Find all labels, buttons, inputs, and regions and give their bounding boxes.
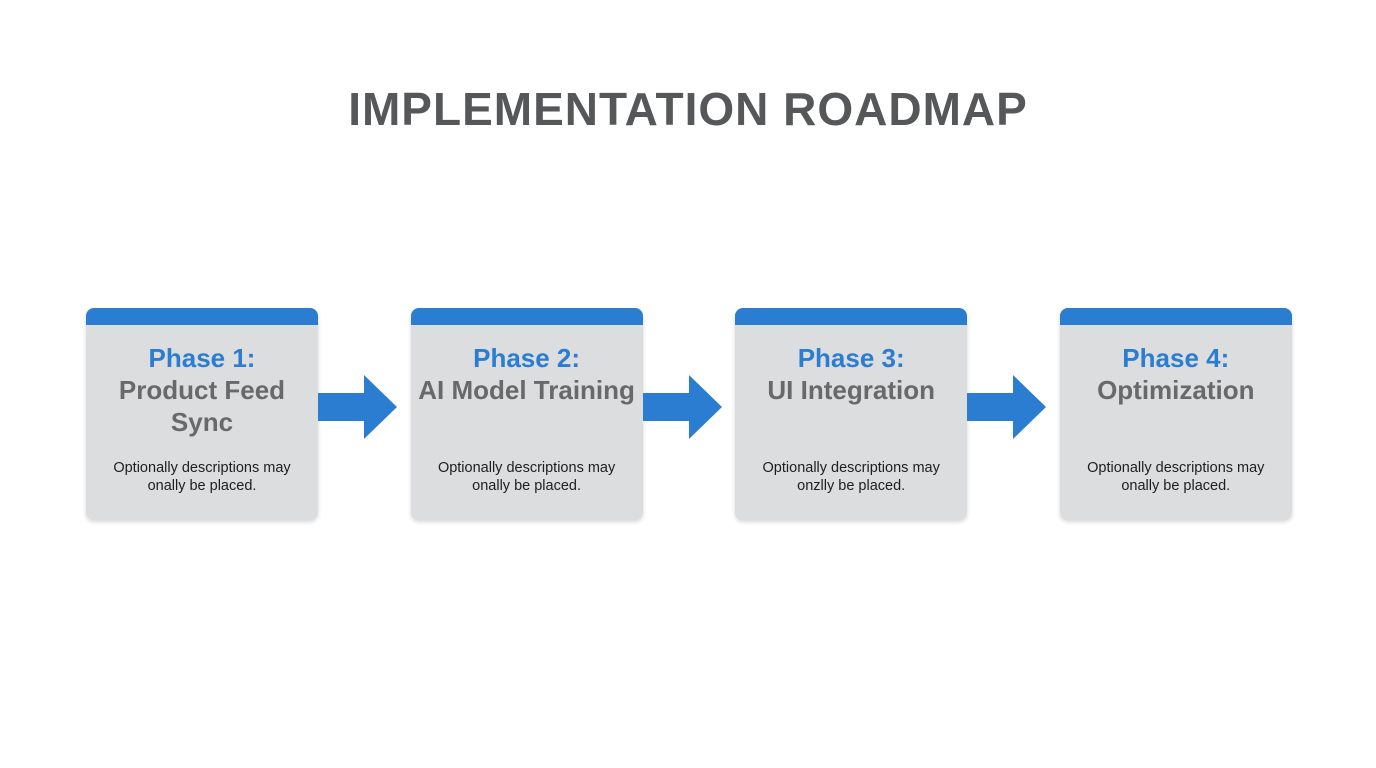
phase-name: AI Model Training (418, 375, 635, 405)
phase-card-4: Phase 4: Optimization Optionally descrip… (1059, 308, 1292, 520)
phase-label: Phase 1: (148, 343, 256, 373)
phase-description: Optionally descriptions may onally be pl… (437, 460, 616, 494)
phase-card-topbar (1059, 308, 1292, 325)
phase-label: Phase 2: (473, 343, 581, 373)
phase-card-title: Phase 3: UI Integration (735, 325, 967, 406)
phase-label: Phase 4: (1122, 343, 1230, 373)
phase-label: Phase 3: (797, 343, 905, 373)
phase-card-title: Phase 4: Optimization (1060, 325, 1292, 406)
phase-card-title: Phase 1: Product Feed Sync (86, 325, 318, 438)
arrow-gap (318, 308, 411, 520)
phase-card-topbar (735, 308, 968, 325)
roadmap-row: Phase 1: Product Feed Sync Optionally de… (86, 308, 1292, 520)
page-title: IMPLEMENTATION ROADMAP (348, 83, 1028, 135)
phase-card-title: Phase 2: AI Model Training (411, 325, 643, 406)
phase-description: Optionally descriptions may onally be pl… (1087, 460, 1265, 494)
phase-name: Optimization (1097, 375, 1255, 405)
phase-name: Product Feed Sync (118, 375, 286, 437)
arrow-gap (642, 308, 736, 520)
phase-card-1: Phase 1: Product Feed Sync Optionally de… (86, 308, 318, 520)
phase-description: Optionally descriptions may onally be pl… (113, 460, 291, 494)
phase-description: Optionally descriptions may onzlly be pl… (762, 460, 940, 494)
arrow-right-icon (642, 375, 722, 439)
phase-card-topbar (86, 308, 318, 325)
arrow-gap (967, 308, 1060, 520)
phase-card-2: Phase 2: AI Model Training Optionally de… (410, 308, 643, 520)
phase-card-topbar (410, 308, 643, 325)
arrow-right-icon (318, 375, 397, 439)
phase-card-3: Phase 3: UI Integration Optionally descr… (735, 308, 968, 520)
arrow-right-icon (967, 375, 1047, 439)
phase-name: UI Integration (767, 375, 935, 405)
